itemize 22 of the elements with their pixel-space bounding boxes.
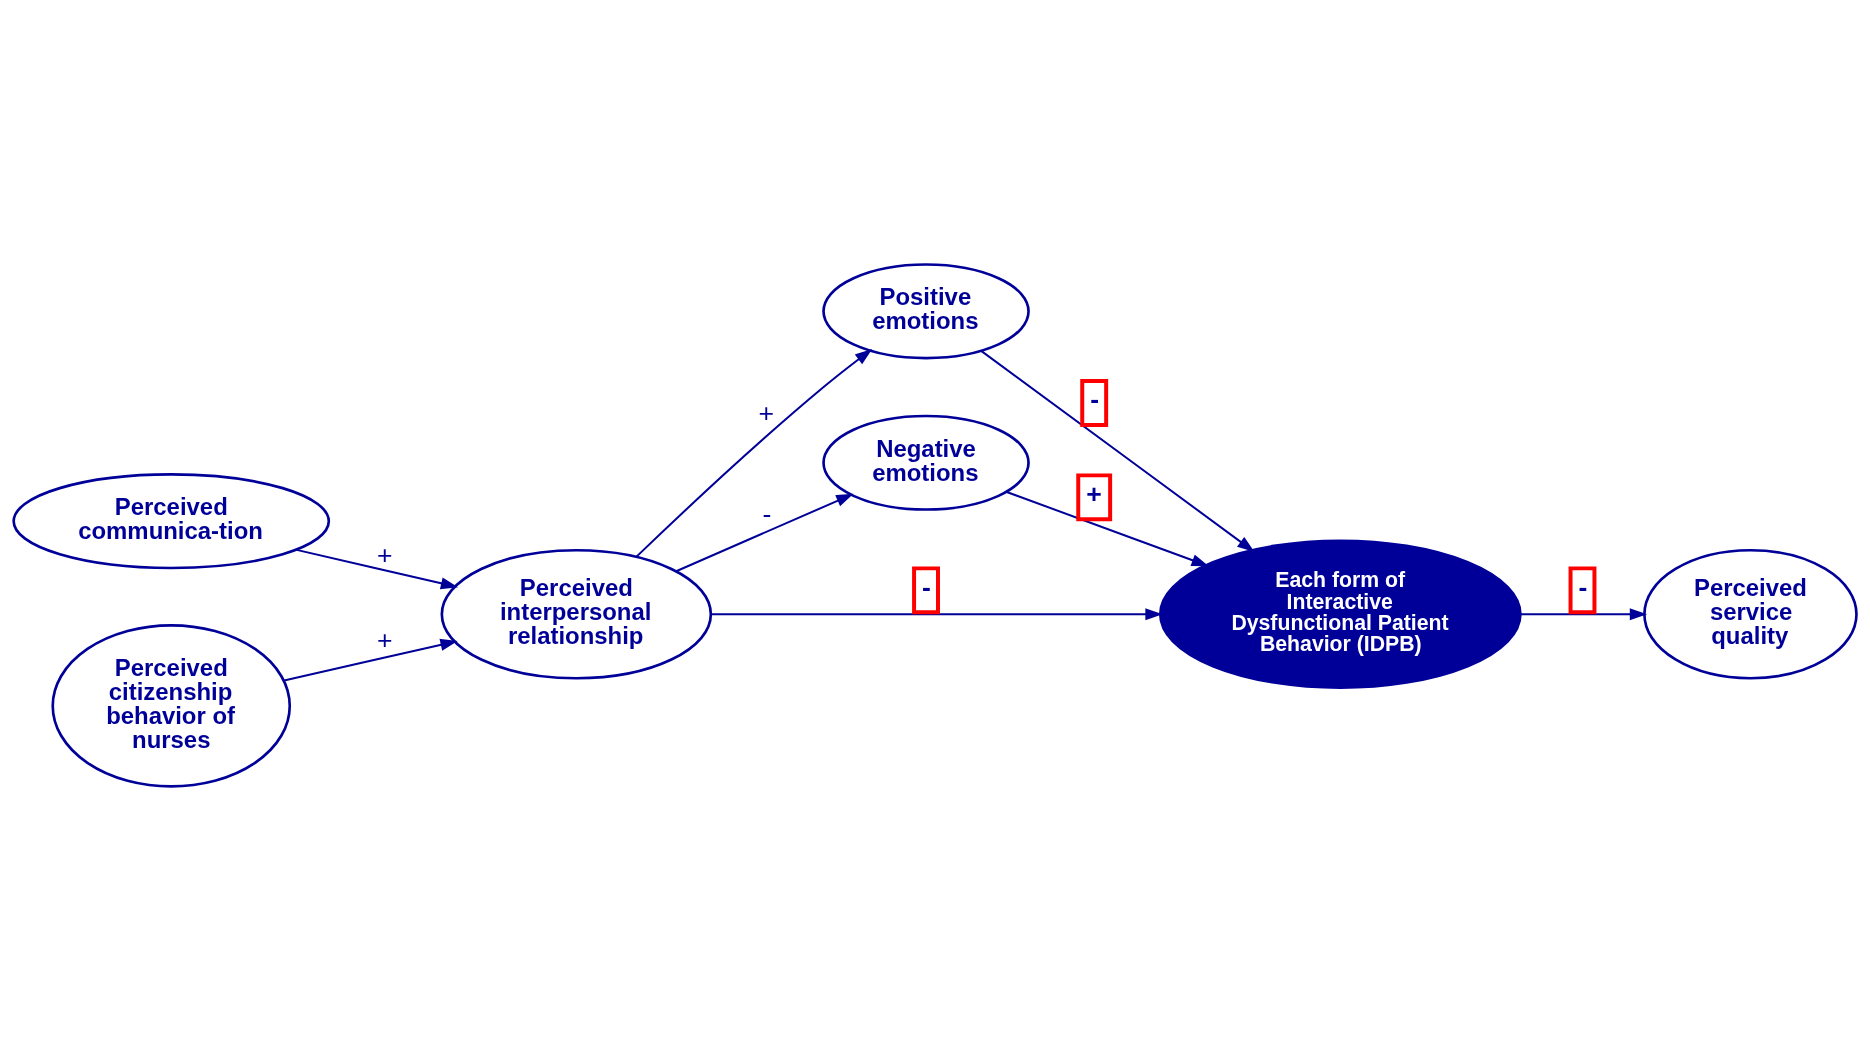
edge-label: + <box>758 397 775 428</box>
arrow <box>1519 608 1648 621</box>
edge-label: + <box>376 539 393 570</box>
node-ellipse: Perceived communica-tion <box>12 473 331 570</box>
node-ellipse: Perceived service quality <box>1643 548 1858 680</box>
node-ellipse: Negative emotions <box>822 414 1030 511</box>
arrow <box>295 548 459 590</box>
node-ellipse: Positive emotions <box>822 263 1030 360</box>
node-ellipse: Perceived citizenship behavior of nurses <box>51 624 292 788</box>
arrow <box>675 493 854 573</box>
arrow <box>709 608 1163 621</box>
edge-label: - <box>1090 384 1100 415</box>
edge-label: - <box>922 571 931 602</box>
edge-label: - <box>1578 571 1588 602</box>
node-ellipse: Each form of Interactive Dysfunctional Patient Behavior (IDPB) <box>1158 539 1522 690</box>
arrow <box>635 348 873 558</box>
edge-label: + <box>1086 478 1102 509</box>
edge-label: + <box>376 624 393 655</box>
arrow <box>283 638 458 682</box>
arrow <box>980 349 1255 553</box>
arrow <box>1005 490 1209 567</box>
edge-label: - <box>762 498 772 529</box>
